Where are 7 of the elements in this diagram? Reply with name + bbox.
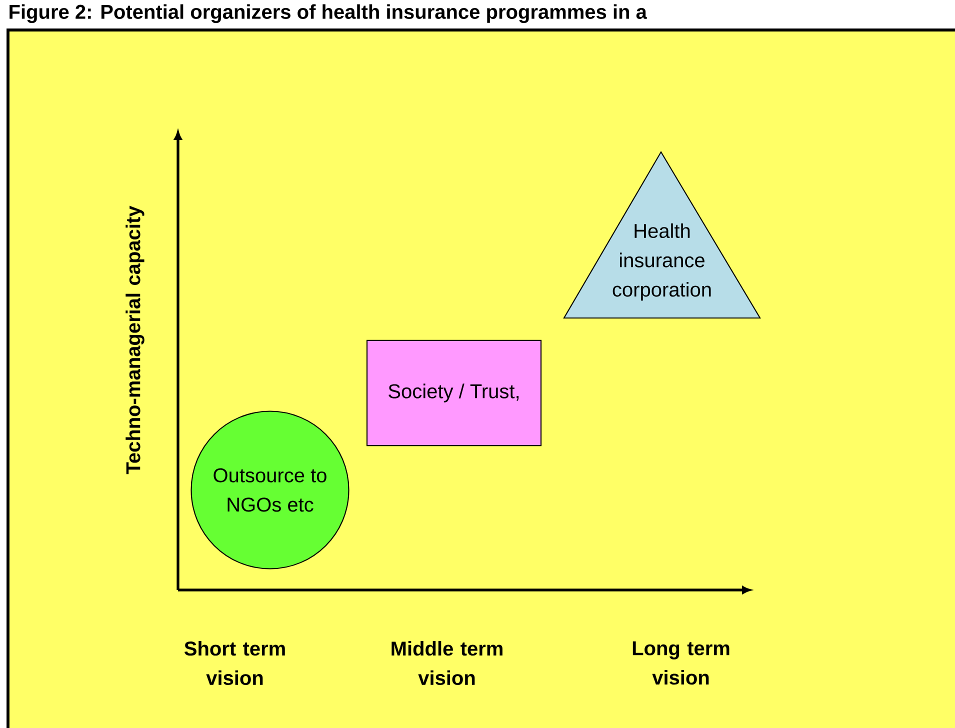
circle-node: Outsource to NGOs etc	[190, 410, 350, 570]
axis-label: Techno-managerial capacity	[126, 206, 144, 474]
axis-label: Short term vision	[184, 641, 285, 685]
rectangle-node: Society / Trust,	[366, 340, 542, 446]
axis-label: Long term vision	[632, 641, 730, 685]
title: Figure 2: Potential organizers of health insurance programmes in a	[10, 4, 648, 23]
axis-label: Middle term vision	[392, 641, 502, 685]
